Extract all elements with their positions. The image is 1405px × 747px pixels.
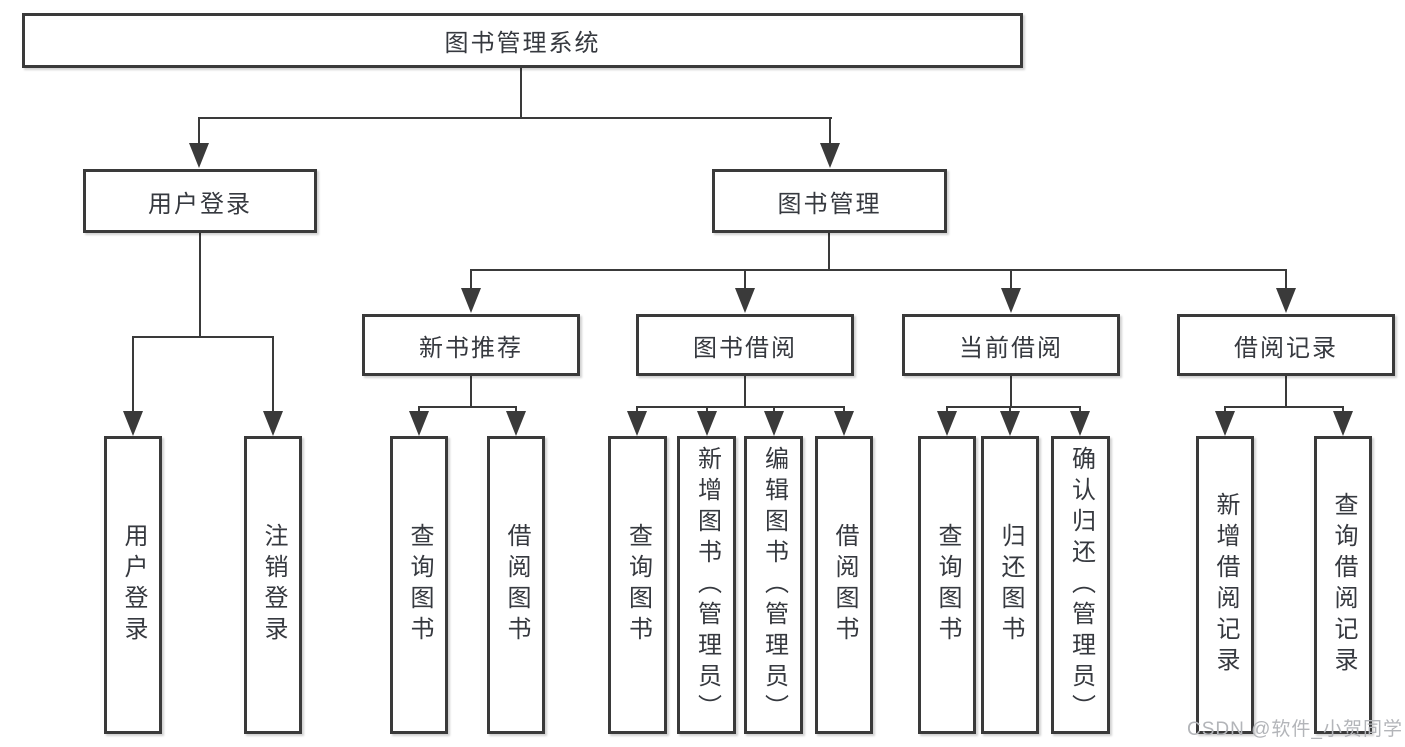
arrowhead-down-icon [461, 288, 481, 313]
leaf-label: 借阅图书 [831, 523, 858, 647]
arrowhead-down-icon [1001, 288, 1021, 313]
connector-line [198, 117, 832, 119]
leaf-label: 归还图书 [997, 523, 1024, 647]
connector-line [272, 336, 274, 414]
arrowhead-down-icon [123, 411, 143, 436]
connector-line [1079, 406, 1081, 414]
arrowhead-down-icon [735, 288, 755, 313]
connector-line [1285, 376, 1287, 408]
connector-line [520, 68, 522, 119]
node-root-system: 图书管理系统 [22, 13, 1023, 68]
leaf-confirm-return-admin: 确认归还（管理员） [1051, 436, 1110, 734]
connector-line [132, 336, 274, 338]
connector-line [132, 336, 134, 414]
connector-line [636, 406, 638, 414]
leaf-label: 编辑图书（管理员） [760, 445, 788, 725]
connector-line [1342, 406, 1344, 414]
leaf-label: 借阅图书 [503, 523, 530, 647]
connector-line [946, 406, 948, 414]
connector-line [470, 269, 1287, 271]
leaf-add-borrow-record: 新增借阅记录 [1196, 436, 1254, 734]
leaf-logout: 注销登录 [244, 436, 302, 734]
node-new-book-recommend: 新书推荐 [362, 314, 580, 376]
node-user-login: 用户登录 [83, 169, 317, 233]
leaf-label: 查询借阅记录 [1330, 492, 1357, 678]
leaf-query-books-current: 查询图书 [918, 436, 976, 734]
leaf-query-books-recommend: 查询图书 [390, 436, 448, 734]
leaf-label: 注销登录 [260, 523, 287, 647]
connector-line [418, 406, 420, 414]
connector-line [1010, 376, 1012, 408]
node-book-borrow: 图书借阅 [636, 314, 854, 376]
arrowhead-down-icon [1215, 411, 1235, 436]
leaf-label: 新增借阅记录 [1212, 492, 1239, 678]
connector-line [1010, 269, 1012, 291]
leaf-label: 确认归还（管理员） [1067, 445, 1095, 725]
connector-line [418, 406, 517, 408]
leaf-label: 查询图书 [406, 523, 433, 647]
arrowhead-down-icon [764, 411, 784, 436]
leaf-edit-book-admin: 编辑图书（管理员） [744, 436, 803, 734]
leaf-label: 查询图书 [934, 523, 961, 647]
leaf-borrow-books-recommend: 借阅图书 [487, 436, 545, 734]
leaf-query-borrow-record: 查询借阅记录 [1314, 436, 1372, 734]
leaf-label: 查询图书 [624, 523, 652, 647]
arrowhead-down-icon [506, 411, 526, 436]
connector-line [515, 406, 517, 414]
connector-line [1009, 406, 1011, 414]
connector-line [1224, 406, 1344, 408]
arrowhead-down-icon [937, 411, 957, 436]
arrowhead-down-icon [1333, 411, 1353, 436]
arrowhead-down-icon [1070, 411, 1090, 436]
connector-line [470, 269, 472, 291]
connector-line [773, 406, 775, 414]
node-book-management: 图书管理 [712, 169, 947, 233]
connector-line [829, 117, 831, 147]
arrowhead-down-icon [263, 411, 283, 436]
node-borrow-records: 借阅记录 [1177, 314, 1395, 376]
connector-line [843, 406, 845, 414]
connector-line [198, 117, 200, 147]
csdn-watermark: CSDN @软件_小贺同学 [1187, 719, 1403, 740]
leaf-query-books-borrow: 查询图书 [608, 436, 667, 734]
leaf-label: 用户登录 [120, 523, 147, 647]
connector-line [1285, 269, 1287, 291]
leaf-borrow-books: 借阅图书 [815, 436, 873, 734]
arrowhead-down-icon [697, 411, 717, 436]
connector-line [946, 406, 1081, 408]
connector-line [1224, 406, 1226, 414]
leaf-user-login: 用户登录 [104, 436, 162, 734]
connector-line [470, 376, 472, 408]
arrowhead-down-icon [834, 411, 854, 436]
arrowhead-down-icon [409, 411, 429, 436]
connector-line [828, 233, 830, 271]
connector-line [636, 406, 845, 408]
arrowhead-down-icon [627, 411, 647, 436]
connector-line [744, 269, 746, 291]
node-current-borrow: 当前借阅 [902, 314, 1120, 376]
connector-line [744, 376, 746, 408]
leaf-add-book-admin: 新增图书（管理员） [677, 436, 736, 734]
arrowhead-down-icon [1000, 411, 1020, 436]
leaf-label: 新增图书（管理员） [693, 445, 721, 725]
connector-line [706, 406, 708, 414]
arrowhead-down-icon [189, 143, 209, 168]
leaf-return-books: 归还图书 [981, 436, 1039, 734]
arrowhead-down-icon [1276, 288, 1296, 313]
connector-line [199, 233, 201, 338]
arrowhead-down-icon [820, 143, 840, 168]
